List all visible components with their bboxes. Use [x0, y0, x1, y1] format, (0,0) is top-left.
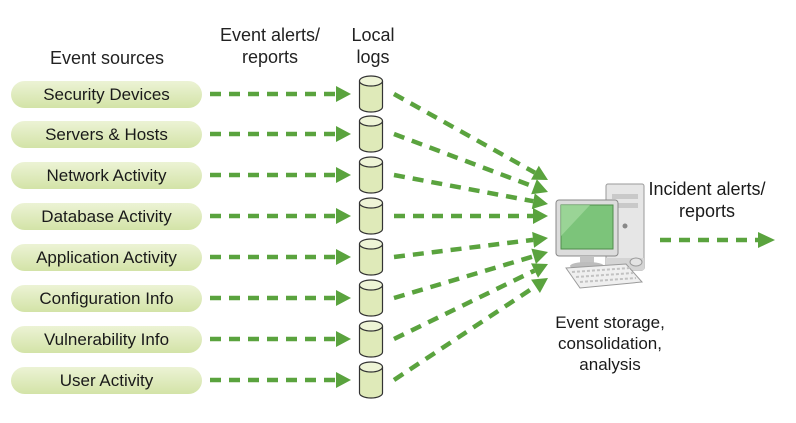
- desktop-computer-icon: [555, 183, 645, 289]
- event-source-4: Database Activity: [11, 203, 202, 230]
- arrows-layer: [210, 86, 775, 388]
- arrow-log-to-computer-1: [392, 92, 548, 180]
- arrow-source-to-log-3: [210, 167, 351, 183]
- computer-caption: Event storage, consolidation, analysis: [555, 313, 665, 374]
- arrow-source-to-log-1: [210, 86, 351, 102]
- arrow-source-to-log-5: [210, 249, 351, 265]
- arrow-log-to-computer-5: [393, 231, 548, 260]
- arrow-log-to-computer-7: [393, 263, 548, 342]
- event-source-3: Network Activity: [11, 162, 202, 189]
- arrow-incident-output: [660, 232, 775, 248]
- log-cylinder-icon: [358, 156, 384, 194]
- event-source-1: Security Devices: [11, 81, 202, 108]
- logs-layer: [358, 75, 384, 399]
- log-cylinder-icon: [358, 279, 384, 317]
- arrow-source-to-log-8: [210, 372, 351, 388]
- arrow-log-to-computer-3: [393, 172, 548, 210]
- event-source-8: User Activity: [11, 367, 202, 394]
- output-label: Incident alerts/ reports: [648, 179, 766, 221]
- arrow-log-to-computer-6: [393, 248, 548, 301]
- header-event-sources: Event sources: [49, 48, 165, 68]
- event-source-2: Servers & Hosts: [11, 121, 202, 148]
- arrow-log-to-computer-8: [392, 278, 548, 382]
- header-local-logs: Local logs: [351, 25, 395, 67]
- log-cylinder-icon: [358, 361, 384, 399]
- log-cylinder-icon: [358, 238, 384, 276]
- log-cylinder-icon: [358, 320, 384, 358]
- arrow-source-to-log-6: [210, 290, 351, 306]
- event-source-5: Application Activity: [11, 244, 202, 271]
- log-cylinder-icon: [358, 197, 384, 235]
- header-event-alerts: Event alerts/ reports: [219, 25, 321, 67]
- event-source-6: Configuration Info: [11, 285, 202, 312]
- arrow-source-to-log-2: [210, 126, 351, 142]
- log-cylinder-icon: [358, 115, 384, 153]
- arrow-source-to-log-4: [210, 208, 351, 224]
- arrow-log-to-computer-2: [393, 131, 548, 195]
- event-source-7: Vulnerability Info: [11, 326, 202, 353]
- log-cylinder-icon: [358, 75, 384, 113]
- arrow-source-to-log-7: [210, 331, 351, 347]
- arrow-log-to-computer-4: [394, 208, 548, 224]
